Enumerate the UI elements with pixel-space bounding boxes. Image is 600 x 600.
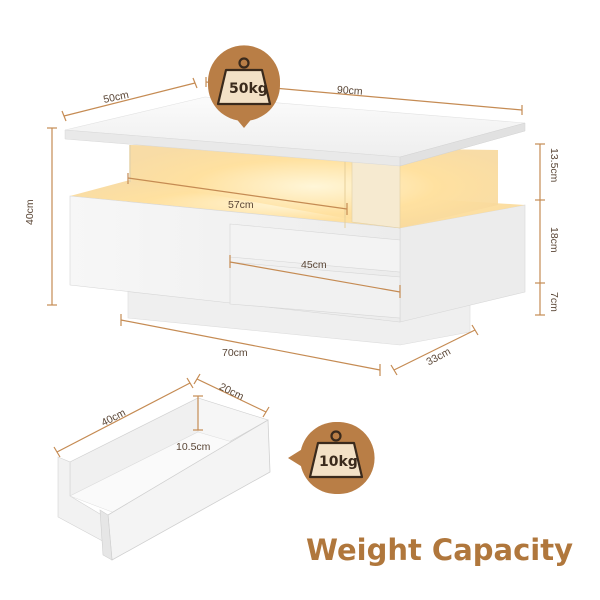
dim-width-top: 90cm [337,84,364,98]
led-shelf-glow [130,145,498,228]
drawer-load-badge: 10kg [288,422,375,494]
dim-base-depth: 33cm [424,345,453,368]
drawer-dimension-lines [53,373,270,458]
drawer-illustration [57,397,271,561]
drawer-load-label: 10kg [319,454,358,470]
weight-icon-small [308,430,364,479]
dim-drawer-length: 40cm [99,407,128,429]
dim-middle-height: 18cm [548,227,560,253]
table-drawer-lower [229,261,401,319]
dim-depth-top: 50cm [102,89,130,106]
weight-capacity-caption: Weight Capacity [306,533,573,567]
shelf-support [351,157,401,229]
dim-drawer-width-small: 20cm [217,381,246,403]
dim-upper-gap: 13.5cm [548,148,560,183]
dim-bottom-height: 7cm [548,292,560,312]
table-top-side-edge [399,122,526,167]
dim-drawer-height: 10.5cm [176,441,211,453]
table-drawer-upper [229,223,401,273]
weight-icon [216,57,272,106]
top-load-label: 50kg [229,81,268,97]
coffee-table [64,96,526,346]
dim-shelf-inner-width: 57cm [228,199,254,211]
dim-drawer-width: 45cm [301,259,327,271]
dim-base-width: 70cm [222,347,248,359]
dim-height-total: 40cm [24,199,36,225]
top-load-badge: 50kg [207,45,280,128]
